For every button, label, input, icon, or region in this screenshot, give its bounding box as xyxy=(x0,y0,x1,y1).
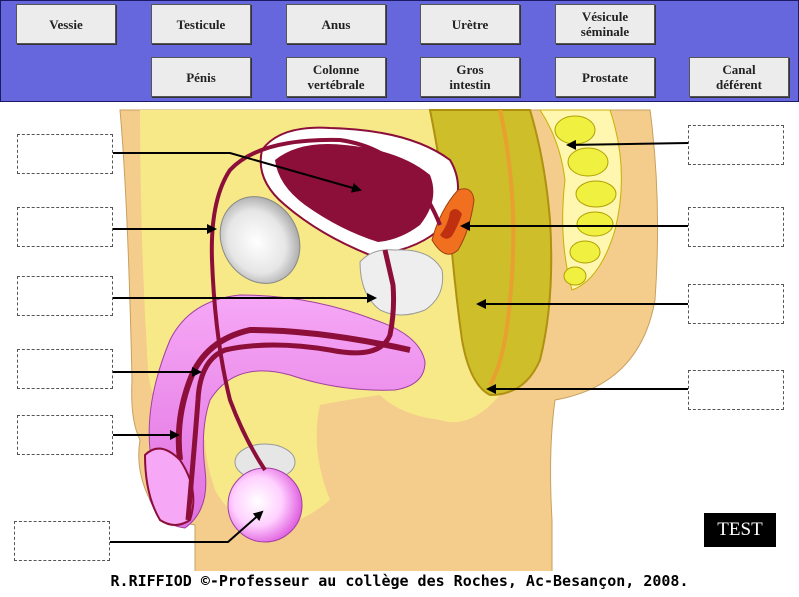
label-vessie[interactable]: Vessie xyxy=(16,4,116,44)
seminal-vesicle xyxy=(431,188,475,255)
answer-slot-right-4[interactable] xyxy=(688,370,784,410)
label-testicule[interactable]: Testicule xyxy=(151,4,251,44)
arrow-right-1 xyxy=(566,139,689,150)
label-vesicule-seminale[interactable]: Vésicule séminale xyxy=(555,4,655,44)
prostate xyxy=(359,249,444,316)
pubic-bone xyxy=(219,196,301,284)
vertebral-column xyxy=(539,109,622,291)
vas-deferens xyxy=(209,137,442,472)
anatomy-diagram xyxy=(110,109,689,571)
arrow-left-6 xyxy=(110,510,264,543)
answer-slot-right-3[interactable] xyxy=(688,284,784,324)
answer-slot-left-1[interactable] xyxy=(17,134,113,174)
label-palette: Vessie Testicule Anus Urètre Vésicule sé… xyxy=(0,0,799,102)
answer-slot-left-5[interactable] xyxy=(17,415,113,455)
label-anus[interactable]: Anus xyxy=(286,4,386,44)
answer-slot-left-3[interactable] xyxy=(17,276,113,316)
label-uretre[interactable]: Urètre xyxy=(420,4,520,44)
label-gros-intestin[interactable]: Gros intestin xyxy=(420,57,520,97)
label-colonne-vertebrale[interactable]: Colonne vertébrale xyxy=(286,57,386,97)
answer-slot-left-6[interactable] xyxy=(14,521,110,561)
credit-line: R.RIFFIOD ©-Professeur au collège des Ro… xyxy=(110,572,689,590)
answer-slot-right-1[interactable] xyxy=(688,125,784,165)
label-prostate[interactable]: Prostate xyxy=(555,57,655,97)
label-penis[interactable]: Pénis xyxy=(151,57,251,97)
test-button[interactable]: TEST xyxy=(704,513,776,547)
testis xyxy=(227,443,303,543)
answer-slot-left-2[interactable] xyxy=(17,207,113,247)
answer-slot-right-2[interactable] xyxy=(688,207,784,247)
label-canal-deferent[interactable]: Canal déférent xyxy=(689,57,789,97)
answer-slot-left-4[interactable] xyxy=(17,349,113,389)
arrow-left-1 xyxy=(110,152,362,193)
urethra xyxy=(185,249,397,521)
